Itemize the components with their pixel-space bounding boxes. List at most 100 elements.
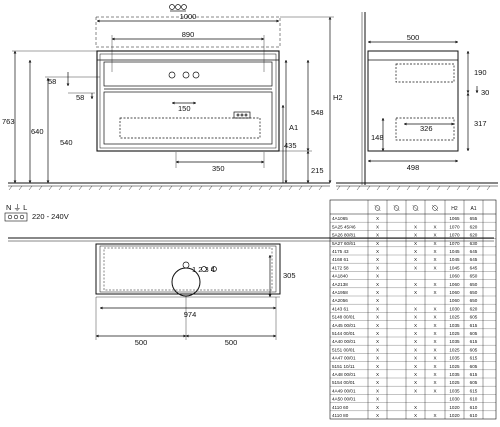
table-cell: 1025 [449,331,460,336]
table-cell: X [376,380,379,385]
table-cell: X [376,347,379,352]
header-a1: A1 [470,206,476,212]
table-cell: 1070 [449,224,460,229]
product-code: 4143 61 [332,306,349,311]
table-cell: X [414,388,417,393]
table-cell: 620 [470,306,478,311]
table-cell: 650 [470,290,478,295]
table-cell: 610 [470,413,478,418]
terminal-labels: N ⏚ L [6,203,27,212]
table-cell: 650 [470,282,478,287]
table-cell: 615 [470,356,478,361]
faucet-icon [393,204,400,212]
table-cell: 1060 [449,298,460,303]
table-cell: 605 [470,347,478,352]
table-cell: 1030 [449,306,460,311]
table-cell: 1025 [449,347,460,352]
product-code: 4A40 00/01 [332,339,356,344]
product-code: 4A47 00/01 [332,356,356,361]
table-cell: 615 [470,372,478,377]
product-code: 4A49 00/01 [332,388,356,393]
dim-548: 548 [311,108,324,117]
faucet-icon [374,204,381,212]
table-cell: X [433,265,436,270]
table-cell: 1070 [449,233,460,238]
table-cell: 1020 [449,405,460,410]
product-code: 5A25 45/46 [332,224,356,229]
dim-150: 150 [178,104,191,113]
table-cell: 645 [470,249,478,254]
table-cell: X [414,372,417,377]
table-cell: X [376,306,379,311]
dim-190: 190 [474,68,487,77]
table-cell: X [376,356,379,361]
table-cell: X [433,388,436,393]
table-cell: X [414,380,417,385]
table-cell: X [433,413,436,418]
table-cell: 1025 [449,315,460,320]
table-cell: X [433,257,436,262]
table-cell: 1045 [449,265,460,270]
table-cell: X [433,372,436,377]
table-cell: 655 [470,216,478,221]
dim-a1: A1 [289,123,298,132]
table-cell: 605 [470,315,478,320]
product-code: 4A2138 [332,282,348,287]
table-cell: 620 [470,233,478,238]
table-cell: X [433,241,436,246]
table-cell: 1035 [449,388,460,393]
table-cell: 610 [470,397,478,402]
table-cell: X [376,249,379,254]
table-cell: X [414,233,417,238]
front-view [8,4,334,191]
product-code: 4A1065 [332,216,348,221]
product-code: 4172 58 [332,265,349,270]
table-cell: 1025 [449,364,460,369]
dim-540: 540 [60,138,73,147]
table-cell: X [376,233,379,238]
dim-bottom-left-500: 500 [135,338,148,347]
product-code: 5144 00/01 [332,331,355,336]
table-cell: 1035 [449,339,460,344]
dim-305: 305 [283,271,296,280]
table-cell: 615 [470,388,478,393]
dim-58-a: 58 [48,77,56,86]
table-cell: X [433,323,436,328]
table-cell: X [433,282,436,287]
table-cell: 1030 [449,397,460,402]
table-cell: X [433,364,436,369]
table-cell: X [414,405,417,410]
table-cell: X [414,364,417,369]
dim-58-b: 58 [76,93,84,102]
table-cell: X [414,241,417,246]
product-code: 4A1840 [332,274,348,279]
table-cell: X [414,290,417,295]
table-cell: X [414,265,417,270]
faucet-icon [431,204,439,212]
product-code: 5A26 80/81 [332,233,356,238]
table-cell: 1045 [449,257,460,262]
side-view-labels: 500 498 190 30 326 317 148 [371,33,489,172]
dim-h2: H2 [333,93,343,102]
product-code: 4175 43 [332,249,349,254]
table-cell: 605 [470,331,478,336]
table-cell: X [376,405,379,410]
table-cell: 650 [470,274,478,279]
product-code: 4A2056 [332,298,348,303]
table-cell: X [433,233,436,238]
table-cell: X [376,224,379,229]
